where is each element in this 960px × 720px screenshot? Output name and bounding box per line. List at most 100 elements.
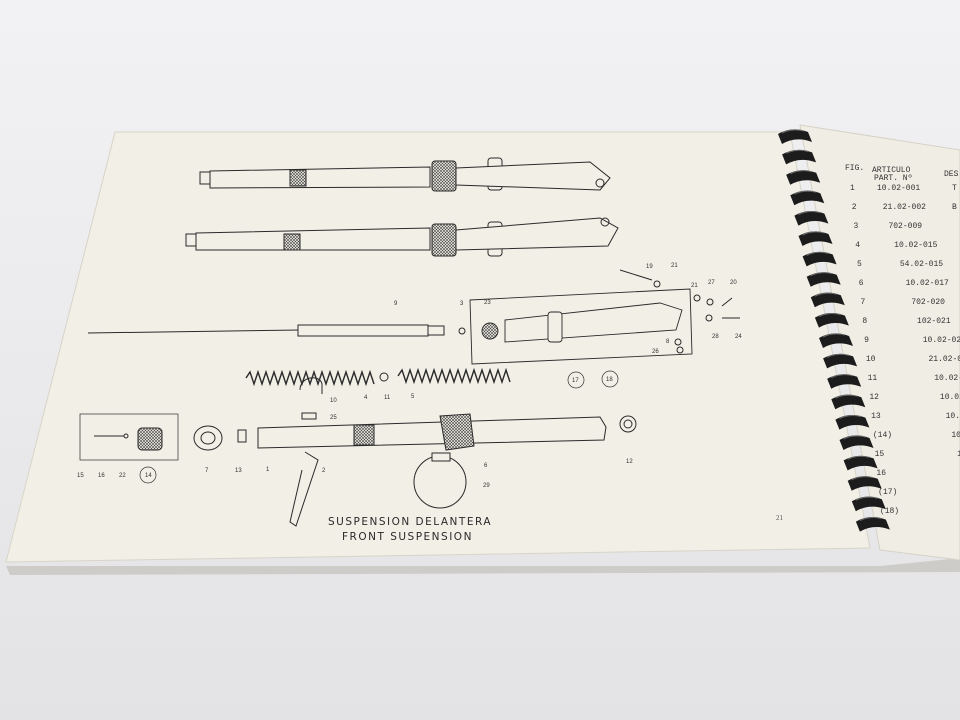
callout-ring-18	[601, 370, 619, 388]
caption-line-2: FRONT SUSPENSION	[342, 531, 473, 543]
callout-20: 20	[730, 280, 737, 286]
binding-coil	[851, 496, 886, 512]
table-row-fig: 15	[875, 450, 885, 459]
binding-coil-highlight	[839, 414, 862, 420]
callout-15: 15	[77, 473, 84, 479]
binding-coil	[847, 476, 882, 491]
callout-7: 7	[205, 468, 209, 474]
binding-coil-highlight	[835, 394, 858, 399]
fork-leg-drawing-top	[199, 157, 611, 192]
binding-coil-highlight	[789, 170, 813, 175]
table-header-fig: FIG.	[845, 164, 864, 173]
callout-13: 13	[235, 468, 242, 474]
binding-coil-highlight	[794, 190, 817, 195]
table-row-fig: (17)	[878, 488, 897, 497]
binding-coil	[835, 415, 870, 430]
table-row-fig: 16	[876, 469, 886, 478]
table-row-fig: 11	[868, 374, 878, 383]
table-row-desc: B	[952, 203, 957, 212]
table-row-part: 10.02-05	[940, 393, 960, 402]
table-row-fig: 8	[862, 317, 867, 326]
table-row-fig: 9	[864, 336, 869, 345]
binding-coil-highlight	[859, 516, 883, 522]
callout-11: 11	[384, 395, 391, 401]
table-row-fig: 4	[855, 241, 860, 250]
table-row-fig: 2	[852, 203, 857, 212]
binding-coil-highlight	[806, 251, 829, 256]
binding-coil-highlight	[822, 333, 846, 338]
table-row-part: 102-021	[917, 317, 951, 326]
binding-coil-highlight	[814, 292, 837, 297]
binding-coil-highlight	[826, 353, 850, 358]
binding-coil-highlight	[781, 129, 805, 134]
table-row-part: 21.02-051	[928, 355, 960, 364]
binding-coil-highlight	[798, 210, 821, 216]
table-row-desc: T	[952, 184, 957, 193]
table-row-part: 10.02	[951, 431, 960, 440]
callout-21a: 21	[671, 263, 678, 269]
table-row-fig: 12	[869, 393, 879, 402]
binding-coil	[814, 313, 849, 328]
callout-18: 18	[606, 377, 613, 383]
binding-coil	[782, 149, 817, 165]
callout-14: 14	[145, 473, 152, 479]
binding-coil	[823, 353, 858, 369]
table-row-part: 21.02-002	[883, 203, 926, 212]
callout-4: 4	[364, 395, 368, 401]
lower-slider-box	[469, 288, 693, 365]
table-row-fig: 10	[866, 355, 876, 364]
callout-2: 2	[322, 468, 326, 474]
table-row-part: 10.02	[957, 450, 960, 459]
binding-coil	[819, 333, 853, 348]
table-row-part: 10.02-0	[946, 412, 960, 421]
right-page	[799, 124, 960, 561]
table-row-fig: (14)	[873, 431, 892, 440]
table-row-fig: 3	[854, 222, 859, 231]
callout-19: 19	[646, 264, 653, 270]
callout-1: 1	[266, 467, 270, 473]
callout-17: 17	[572, 378, 579, 384]
binding-coil	[831, 394, 866, 410]
callout-26: 26	[652, 349, 659, 355]
table-rows: 1 10.02-001 T 2 21.02-002 B 3 702-009 4 10.02-0 15…	[850, 184, 960, 516]
table-row-part: 702-009	[888, 222, 922, 231]
table-row-part: 702-020	[911, 298, 945, 307]
callout-12: 12	[626, 459, 633, 465]
callout-8: 8	[666, 339, 670, 345]
page-number: 21	[776, 514, 784, 522]
binding-coil	[790, 190, 825, 206]
binding-coil	[798, 231, 833, 246]
callout-27: 27	[708, 280, 715, 286]
binding-coil	[810, 292, 845, 308]
table-row-fig: 6	[859, 279, 864, 288]
callout-29: 29	[483, 483, 490, 489]
binding-coil-highlight	[802, 231, 825, 236]
spring-drawings	[245, 367, 511, 387]
binding-coil	[794, 211, 829, 226]
callout-23: 23	[484, 300, 491, 306]
spiral-binding	[778, 129, 890, 532]
table-row-fig: 1	[850, 184, 855, 193]
table-row-part: 10.02-001	[877, 184, 920, 193]
binding-coil	[839, 435, 874, 450]
table-row-part: 10.02-017	[906, 279, 949, 288]
binding-coil	[802, 251, 837, 267]
table-row-fig: 5	[857, 260, 862, 269]
callout-24: 24	[735, 334, 742, 340]
callout-22: 22	[119, 473, 126, 479]
binding-coil-highlight	[785, 149, 809, 154]
booklet-shadow	[6, 558, 960, 575]
table-row-part: 54.02-015	[900, 260, 943, 269]
binding-coil	[778, 129, 812, 144]
axle-bolt-drawing	[619, 269, 740, 354]
callout-6: 6	[484, 463, 488, 469]
callout-28: 28	[712, 334, 719, 340]
callout-5: 5	[411, 394, 415, 400]
binding-coil-highlight	[818, 312, 842, 318]
table-header-articulo: ARTICULO	[872, 166, 911, 175]
table-row-part: 10.02-056	[934, 374, 960, 383]
callout-25: 25	[330, 415, 337, 421]
binding-coil	[855, 517, 890, 532]
callout-10: 10	[330, 398, 337, 404]
